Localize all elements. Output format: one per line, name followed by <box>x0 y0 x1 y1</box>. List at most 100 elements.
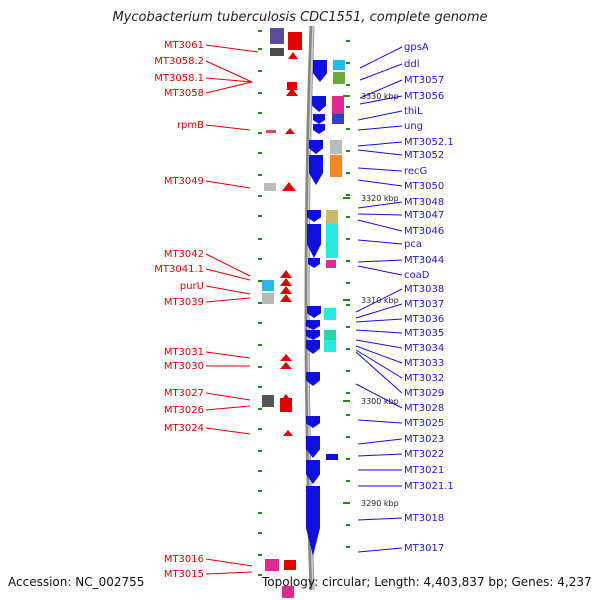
tick-mark <box>346 172 350 174</box>
forward-strand-gene-arrow <box>312 96 326 112</box>
reverse-strand-gene-arrow <box>280 354 292 361</box>
left-gene-label: MT3024 <box>164 423 204 434</box>
scale-mark-label: 3330 kbp <box>361 92 399 101</box>
right-leader-line <box>355 383 403 409</box>
right-gene-label: ung <box>404 121 423 132</box>
gene-block <box>262 395 274 407</box>
gene-block <box>264 183 276 191</box>
right-gene-label: MT3029 <box>404 388 444 399</box>
tick-mark <box>258 428 262 430</box>
tick-mark <box>258 302 262 304</box>
gene-block <box>262 293 274 304</box>
right-leader-line <box>357 125 403 131</box>
tick-mark <box>346 392 350 394</box>
map-title: Mycobacterium tuberculosis CDC1551, comp… <box>112 10 488 25</box>
right-gene-label: MT3032 <box>404 373 444 384</box>
tick-mark <box>258 554 262 556</box>
right-gene-label: MT3048 <box>404 197 444 208</box>
gene-block <box>333 60 345 70</box>
reverse-strand-gene-arrow <box>288 52 298 59</box>
forward-strand-gene-arrow <box>309 140 323 154</box>
tick-mark <box>258 132 262 134</box>
tick-mark <box>258 258 262 260</box>
right-leader-line <box>355 288 403 313</box>
right-leader-line <box>355 345 403 364</box>
left-leader-line <box>205 60 253 83</box>
forward-strand-gene-arrow <box>306 460 320 484</box>
forward-strand-gene-arrow <box>307 224 321 258</box>
left-gene-label: rpmB <box>177 120 204 131</box>
left-gene-label: MT3039 <box>164 297 204 308</box>
genome-summary-text: Topology: circular; Length: 4,403,837 bp… <box>262 575 592 589</box>
forward-strand-gene-arrow <box>306 416 320 428</box>
forward-strand-gene-arrow <box>306 436 320 458</box>
reverse-strand-gene-arrow <box>282 182 296 191</box>
right-gene-label: thiL <box>404 106 423 117</box>
tick-mark <box>258 470 262 472</box>
right-gene-label: MT3021.1 <box>404 481 454 492</box>
left-leader-line <box>205 392 251 401</box>
left-leader-line <box>205 571 253 575</box>
left-leader-line <box>205 558 253 567</box>
gene-block <box>265 559 279 571</box>
right-leader-line <box>357 219 403 232</box>
reverse-strand-gene-arrow <box>280 286 292 294</box>
gene-block <box>324 308 336 320</box>
right-gene-label: MT3050 <box>404 181 444 192</box>
tick-mark <box>346 304 350 306</box>
forward-strand-gene-arrow <box>308 258 320 268</box>
tick-mark <box>258 280 262 282</box>
left-gene-label: MT3041.1 <box>154 264 204 275</box>
tick-mark <box>258 174 262 176</box>
right-gene-label: MT3025 <box>404 418 444 429</box>
tick-mark <box>258 92 262 94</box>
right-gene-label: pca <box>404 239 422 250</box>
right-leader-line <box>355 329 403 334</box>
left-gene-label: MT3042 <box>164 249 204 260</box>
reverse-strand-gene-arrow <box>280 294 292 302</box>
left-gene-label: MT3016 <box>164 554 204 565</box>
tick-mark <box>346 40 350 42</box>
gene-block <box>324 330 336 340</box>
tick-mark <box>258 112 262 114</box>
left-leader-line <box>205 268 251 281</box>
forward-strand-gene-arrow <box>306 486 320 556</box>
tick-mark <box>258 532 262 534</box>
right-leader-line <box>357 438 403 445</box>
tick-mark <box>346 480 350 482</box>
left-gene-label: purU <box>180 281 204 292</box>
tick-mark <box>258 48 262 50</box>
tick-mark <box>346 194 350 196</box>
right-gene-label: recG <box>404 166 427 177</box>
tick-mark <box>346 546 350 548</box>
reverse-strand-gene-arrow <box>280 394 292 402</box>
tick-mark <box>346 128 350 130</box>
tick-mark <box>258 366 262 368</box>
tick-mark <box>346 150 350 152</box>
right-gene-label: MT3018 <box>404 513 444 524</box>
tick-mark <box>258 386 262 388</box>
right-leader-line <box>355 351 403 394</box>
gene-block <box>262 280 274 291</box>
right-leader-line <box>355 318 403 323</box>
right-leader-line <box>355 349 403 379</box>
left-leader-line <box>205 81 253 94</box>
right-gene-label: MT3033 <box>404 358 444 369</box>
right-leader-line <box>357 453 403 457</box>
right-gene-label: coaD <box>404 270 430 281</box>
right-gene-label: MT3046 <box>404 226 444 237</box>
gene-block <box>288 32 302 50</box>
scale-mark-label: 3320 kbp <box>361 194 399 203</box>
gene-block <box>324 340 336 352</box>
tick-mark <box>346 458 350 460</box>
tick-mark <box>258 195 262 197</box>
right-gene-label: MT3037 <box>404 299 444 310</box>
reverse-strand-gene-arrow <box>286 82 298 90</box>
right-leader-line <box>355 339 403 349</box>
right-gene-label: gpsA <box>404 42 429 53</box>
tick-mark <box>346 436 350 438</box>
left-gene-label: MT3049 <box>164 176 204 187</box>
tick-mark <box>346 348 350 350</box>
tick-mark <box>258 574 262 576</box>
left-leader-line <box>205 427 251 435</box>
